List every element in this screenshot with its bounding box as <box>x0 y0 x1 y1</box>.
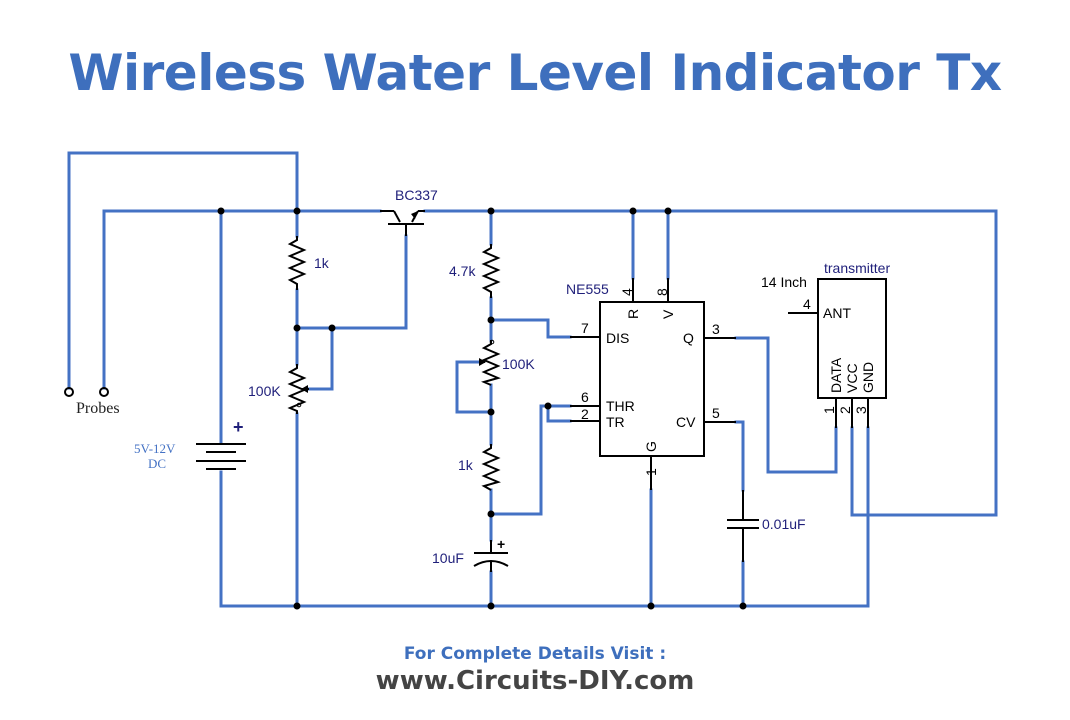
transmitter-module: transmitter 14 Inch 4 ANT DATA VCC GND 1… <box>761 260 890 428</box>
junction-dot <box>293 207 301 215</box>
junction-dot <box>328 324 336 332</box>
pin2-name: TR <box>606 414 625 430</box>
r3-label: 1k <box>458 457 474 473</box>
wire-base <box>295 234 408 330</box>
ic-ne555: NE555 4 R 8 V 7 DIS 6 THR 2 TR 3 Q 5 CV … <box>566 278 736 490</box>
junction-dot <box>293 324 301 332</box>
wire-wiper <box>307 326 334 391</box>
pin5-name: CV <box>676 414 696 430</box>
r2-label: 4.7k <box>449 263 476 279</box>
transistor-label: BC337 <box>395 187 438 203</box>
wire-probe-a <box>67 151 299 390</box>
wire-pot2-loop <box>455 360 493 414</box>
probe-terminals: Probes <box>64 387 120 417</box>
module-name-label: transmitter <box>824 260 890 276</box>
module-pin2-number: 2 <box>837 406 853 414</box>
junction-dot <box>487 316 495 324</box>
pin8-name: V <box>660 309 676 319</box>
junction-dot <box>487 510 495 518</box>
module-pin3-number: 3 <box>853 406 869 414</box>
ic-name-label: NE555 <box>566 281 609 297</box>
potentiometer-pot2: 100K <box>479 339 535 386</box>
cap1-label: 10uF <box>432 550 464 566</box>
pin1-name: G <box>643 441 659 452</box>
pot1-label: 100K <box>248 383 281 399</box>
footer-website-link[interactable]: www.Circuits-DIY.com <box>375 666 695 696</box>
supply-voltage-label: 5V-12V <box>134 441 176 456</box>
module-pin1-number: 1 <box>821 406 837 414</box>
pin8-number: 8 <box>654 288 670 296</box>
module-gnd-name: GND <box>860 362 876 393</box>
resistor-r2: 4.7k <box>449 244 501 298</box>
wire-right-rail <box>850 209 998 517</box>
cap1-plus: + <box>497 536 505 552</box>
module-ant-name: ANT <box>823 305 851 321</box>
module-data-name: DATA <box>828 357 844 393</box>
capacitor-c2: 0.01uF <box>727 490 806 562</box>
junction-dot <box>647 602 655 610</box>
wire-thr-tr <box>489 404 572 516</box>
pin3-name: Q <box>683 330 694 346</box>
pin7-number: 7 <box>581 320 589 336</box>
junctions <box>217 207 747 610</box>
pot2-label: 100K <box>502 356 535 372</box>
junction-dot <box>664 207 672 215</box>
battery-plus: + <box>233 417 244 437</box>
antenna-label: 14 Inch <box>761 274 807 290</box>
junction-dot <box>487 408 495 416</box>
pin7-name: DIS <box>606 330 629 346</box>
supply-type-label: DC <box>148 456 166 471</box>
cap2-label: 0.01uF <box>762 516 806 532</box>
junction-dot <box>293 602 301 610</box>
pin6-name: THR <box>606 398 635 414</box>
junction-dot <box>487 207 495 215</box>
wire-dis <box>489 318 572 339</box>
probes-label: Probes <box>76 400 120 417</box>
transistor-bc337: BC337 <box>380 187 438 236</box>
wire-probe-b <box>102 209 382 390</box>
capacitor-c1: + 10uF <box>432 536 509 572</box>
junction-dot <box>739 602 747 610</box>
pin1-number: 1 <box>643 468 659 476</box>
junction-dot <box>217 207 225 215</box>
junction-dot <box>487 602 495 610</box>
r1-label: 1k <box>314 255 330 271</box>
junction-dot <box>544 402 552 410</box>
footer-caption: For Complete Details Visit : <box>403 644 667 664</box>
pin5-number: 5 <box>712 405 720 421</box>
resistor-r3: 1k <box>458 444 501 491</box>
pin4-number: 4 <box>619 288 635 296</box>
probe-terminal <box>99 387 109 397</box>
pin4-name: R <box>625 309 641 319</box>
probe-terminal <box>64 387 74 397</box>
module-vcc-name: VCC <box>844 363 860 393</box>
resistor-r1: 1k <box>287 236 330 290</box>
wire-tr <box>546 404 572 423</box>
module-pin4-number: 4 <box>803 296 811 312</box>
pin2-number: 2 <box>581 406 589 422</box>
potentiometer-pot1: 100K <box>248 364 309 414</box>
junction-dot <box>629 207 637 215</box>
page-title: Wireless Water Level Indicator Tx <box>68 44 1002 102</box>
pin3-number: 3 <box>712 321 720 337</box>
wire-q-data <box>734 336 838 474</box>
battery: + 5V-12V DC <box>134 417 246 471</box>
pin6-number: 6 <box>581 389 589 405</box>
